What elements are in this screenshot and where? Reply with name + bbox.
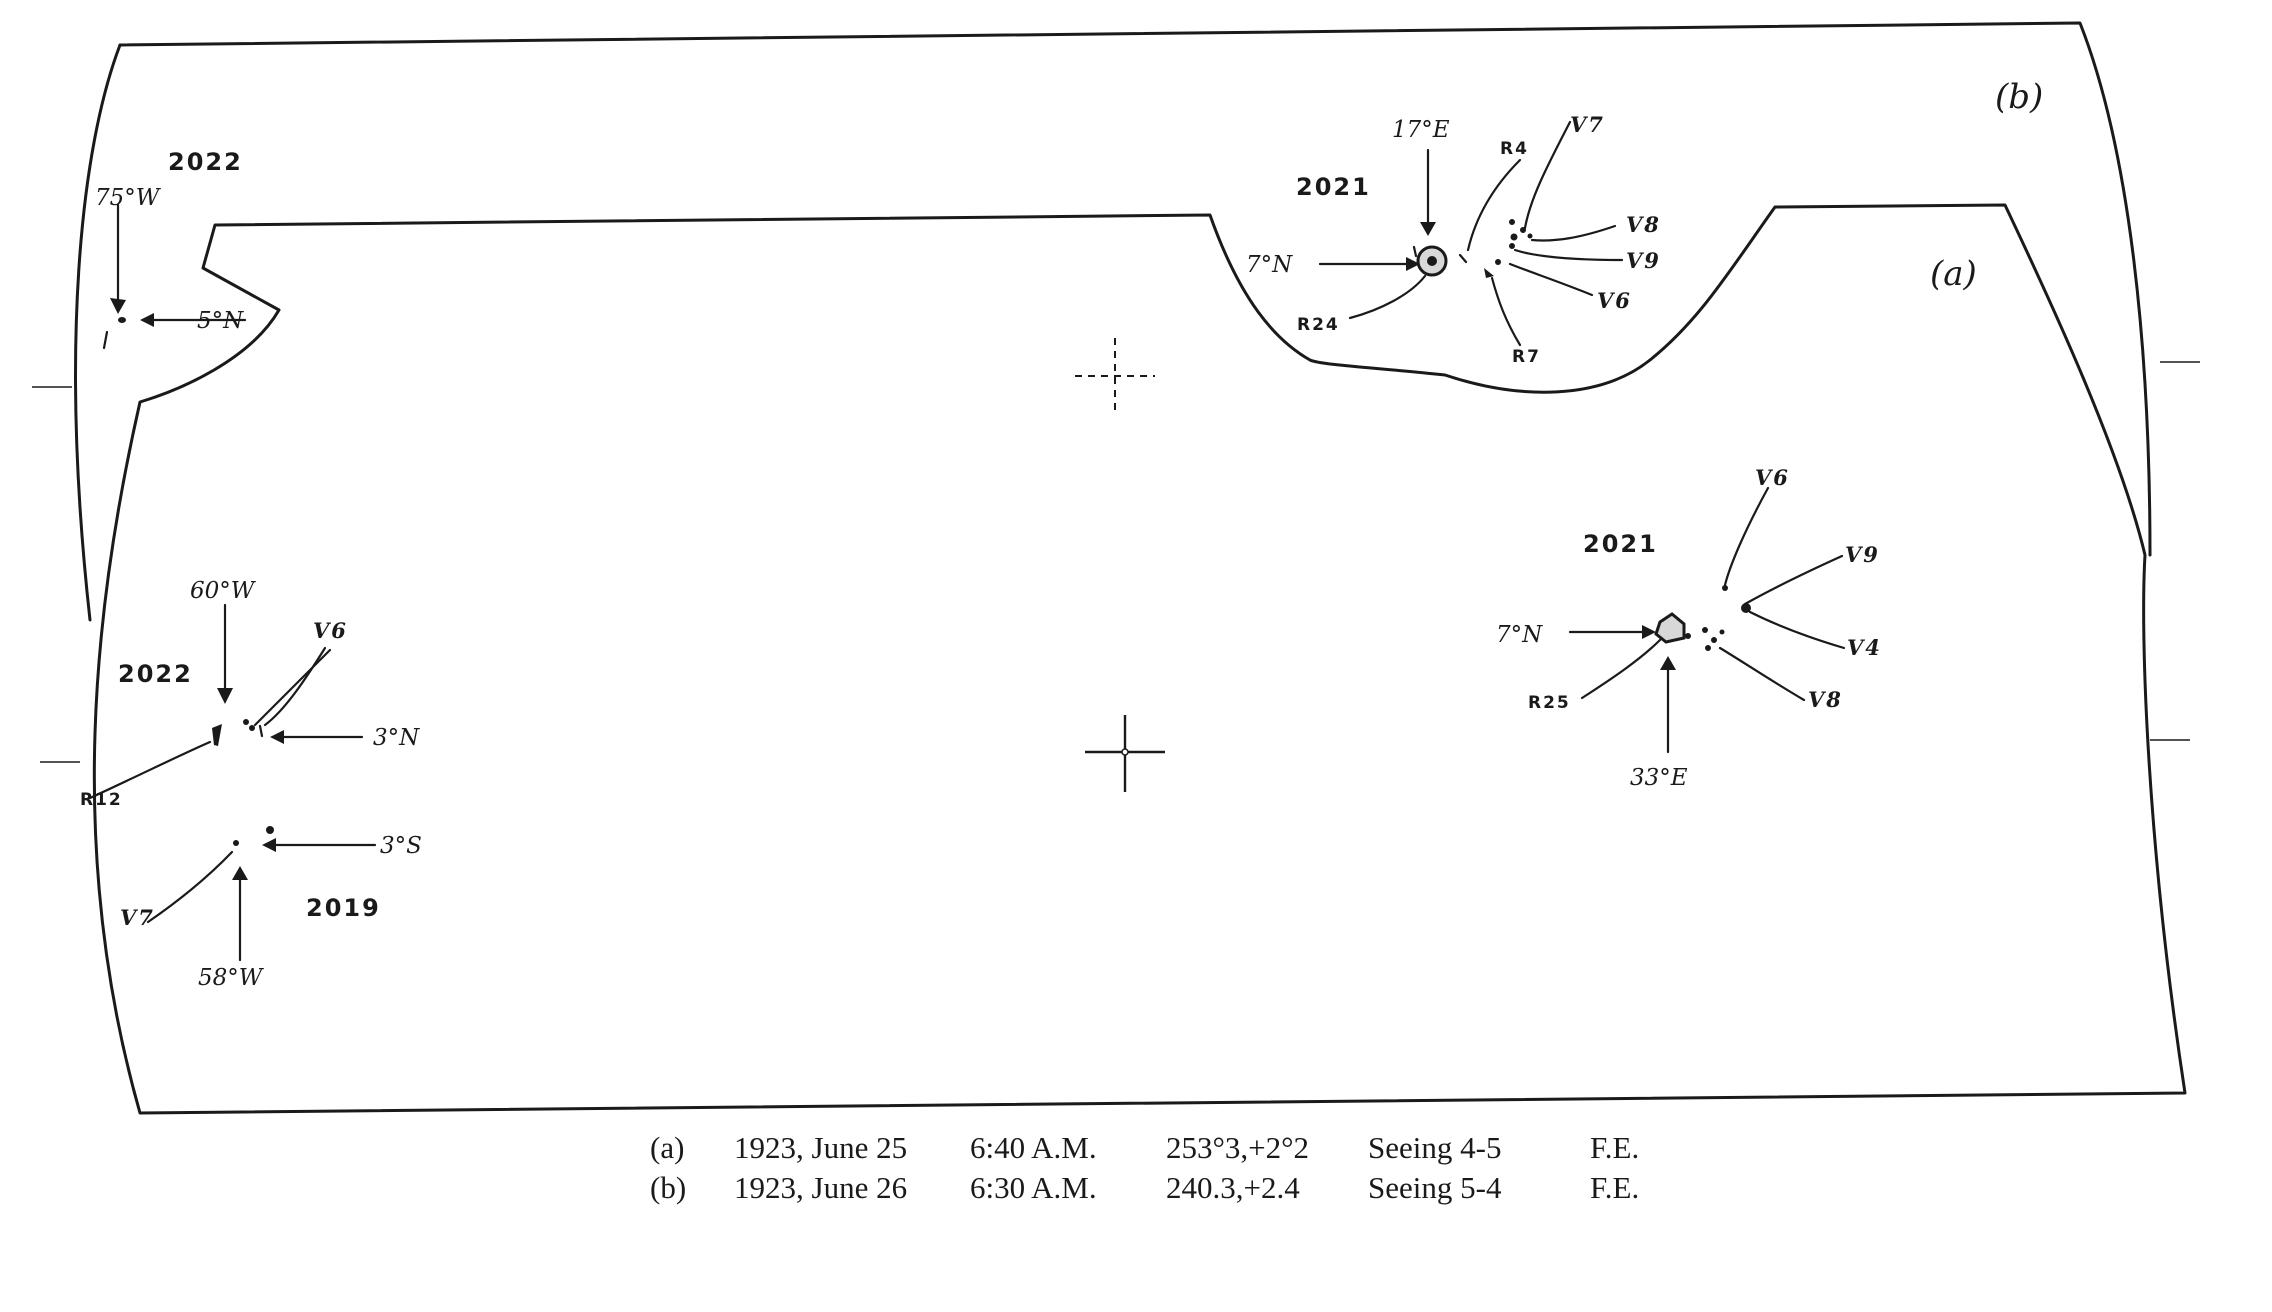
sunspot (212, 724, 222, 746)
latitude-label: 7°N (1246, 252, 1293, 278)
caption-observer: F.E. (1590, 1130, 1640, 1165)
longitude-label: 17°E (1392, 117, 1450, 143)
caption-row-a: (a) 1923, June 25 6:40 A.M. 253°3,+2°2 S… (650, 1128, 1639, 1168)
caption-row-b: (b) 1923, June 26 6:30 A.M. 240.3,+2.4 S… (650, 1168, 1639, 1208)
group-number: 2021 (1296, 173, 1371, 201)
sunspot (258, 724, 264, 738)
longitude-label: 75°W (95, 185, 162, 211)
caption-date: 1923, June 26 (734, 1170, 908, 1205)
sunspot (102, 330, 109, 350)
group-number: 2019 (306, 894, 381, 922)
caption-time: 6:40 A.M. (970, 1130, 1097, 1165)
series-label-r12: R12 (80, 790, 123, 810)
figure-captions: (a) 1923, June 25 6:40 A.M. 253°3,+2°2 S… (650, 1128, 1639, 1208)
sunspot (118, 317, 126, 323)
sunspot (1527, 233, 1533, 239)
sunspot (243, 719, 249, 725)
leader-spot (1654, 612, 1686, 644)
latitude-label: 7°N (1496, 622, 1543, 648)
longitude-label: 60°W (190, 578, 257, 604)
panel-a-outline (92, 203, 2187, 1115)
series-label-v6: V6 (1597, 288, 1632, 313)
sunspot (1495, 259, 1501, 265)
series-label-v7: V7 (120, 905, 155, 930)
group-a-2021: 2021 7°N 33°E V6 V9 V4 V8 R25 (1496, 465, 1882, 791)
longitude-label: 58°W (198, 965, 265, 991)
sunspot (1509, 243, 1515, 249)
center-crosshair-b (1075, 338, 1155, 415)
group-number: 2022 (168, 148, 243, 176)
series-label-r7: R7 (1512, 347, 1541, 367)
series-label-v9: V9 (1626, 248, 1661, 273)
series-label-v7: V7 (1570, 112, 1605, 137)
caption-seeing: Seeing 5-4 (1368, 1170, 1502, 1205)
sunspot (266, 826, 274, 834)
sunspot (1741, 603, 1751, 613)
series-label-r4: R4 (1500, 139, 1529, 159)
center-crosshair-a (1085, 715, 1165, 792)
series-label-v6: V6 (1755, 465, 1790, 490)
group-a-2022: 2022 60°W 3°N V6 R12 (80, 578, 420, 810)
panel-label-a: (a) (1930, 254, 1977, 294)
sunspot (1705, 645, 1711, 651)
sunspot (1484, 268, 1494, 278)
group-number: 2022 (118, 660, 193, 688)
caption-time: 6:30 A.M. (970, 1170, 1097, 1205)
caption-panel: (a) (650, 1130, 685, 1165)
series-label-v8: V8 (1808, 687, 1843, 712)
longitude-label: 33°E (1630, 765, 1688, 791)
series-label-v4: V4 (1847, 635, 1882, 660)
latitude-label: 5°N (197, 308, 244, 334)
group-number: 2021 (1583, 530, 1658, 558)
sunspot (1509, 219, 1515, 225)
sunspot (1722, 585, 1728, 591)
series-label-v9: V9 (1845, 542, 1880, 567)
panel-label-b: (b) (1995, 77, 2043, 117)
panel-b-outline (74, 21, 2152, 622)
caption-panel: (b) (650, 1170, 687, 1205)
sunspot (1711, 637, 1717, 643)
sunspot (1719, 629, 1725, 635)
group-a-2019: 3°S 2019 58°W V7 (120, 826, 422, 991)
sunspot (249, 725, 255, 731)
caption-date: 1923, June 25 (734, 1130, 908, 1165)
series-label-r24: R24 (1297, 315, 1340, 335)
caption-seeing: Seeing 4-5 (1368, 1130, 1502, 1165)
sunspot (233, 840, 239, 846)
sunspot (1510, 233, 1518, 241)
group-b-2021: 2021 17°E 7°N R4 V7 V8 V9 V6 R7 R24 (1246, 112, 1661, 367)
caption-position: 253°3,+2°2 (1166, 1130, 1310, 1165)
series-label-r25: R25 (1528, 693, 1571, 713)
caption-position: 240.3,+2.4 (1166, 1170, 1300, 1205)
series-label-v6: V6 (313, 618, 348, 643)
sunspot (1702, 627, 1708, 633)
latitude-label: 3°S (380, 833, 422, 859)
group-b-2022: 2022 75°W 5°N (95, 148, 247, 350)
series-label-v8: V8 (1626, 212, 1661, 237)
caption-observer: F.E. (1590, 1170, 1640, 1205)
latitude-label: 3°N (373, 725, 420, 751)
